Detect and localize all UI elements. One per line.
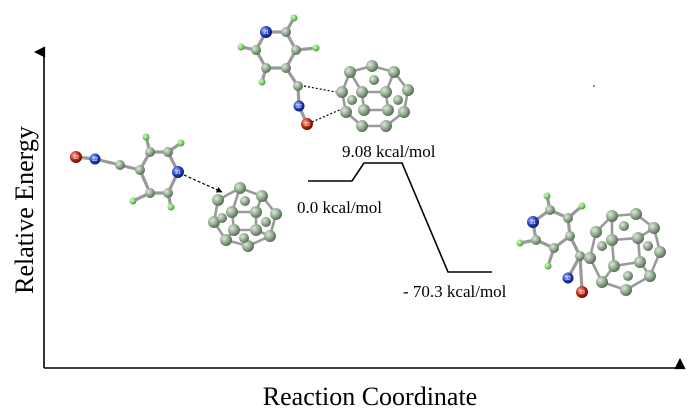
- product-ring-nitrogen-label: 21: [530, 220, 536, 226]
- product-nitrogen-label: 32: [565, 276, 571, 282]
- stray-dot: [593, 85, 595, 87]
- transition-state-molecule: 21 32 33: [237, 14, 414, 132]
- ts-oxygen-label: 33: [304, 122, 310, 128]
- ts-energy-label: 9.08 kcal/mol: [342, 142, 436, 161]
- y-axis-title: Relative Energy: [10, 126, 39, 294]
- ts-nitrogen-label: 32: [296, 104, 302, 110]
- reactant-energy-label: 0.0 kcal/mol: [297, 198, 382, 217]
- reactant-molecule: 33 32 21: [70, 133, 282, 252]
- energy-profile-path: [308, 162, 492, 273]
- reactant-ring-nitrogen-label: 21: [175, 170, 181, 176]
- reactant-oxygen-label: 33: [73, 155, 79, 161]
- product-oxygen-label: 33: [579, 290, 585, 296]
- reactant-nitrogen-label: 32: [92, 157, 98, 163]
- product-energy-label: - 70.3 kcal/mol: [403, 282, 507, 301]
- product-molecule: 21 32 33: [516, 192, 666, 298]
- x-axis-title: Reaction Coordinate: [263, 382, 477, 411]
- ts-ring-nitrogen-label: 21: [263, 30, 269, 36]
